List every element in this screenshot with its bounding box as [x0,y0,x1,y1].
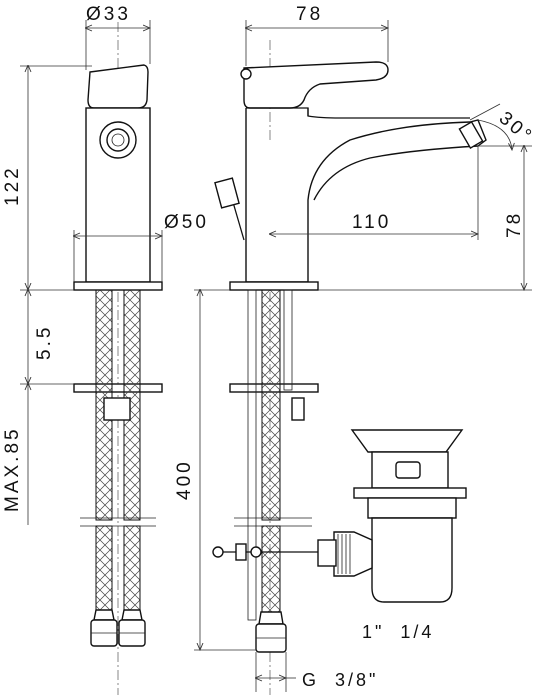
front-lever-pivot [240,68,252,80]
waste-boss-knurl [337,534,351,574]
label-total-height: 122 [2,165,23,206]
label-hose-length: 400 [174,459,195,500]
waste-slot [395,461,421,479]
waste-assembly [317,429,467,603]
dimension-labels: Ø33 78 122 30° 78 Ø50 110 5.5 MAX.85 400… [2,4,536,690]
side-knob-inner [106,128,130,152]
front-nut [291,397,305,421]
front-ferrule [258,611,284,625]
waste-thread-band [367,497,457,519]
front-base-plate [229,281,319,291]
side-hose-right-lower [123,525,141,611]
front-popup-knob [214,177,240,209]
front-linkage-end [212,546,224,558]
side-deck-washer [73,383,163,393]
label-spout-height: 78 [504,211,525,238]
side-knob-core [111,133,125,147]
label-body-width: 78 [296,4,323,25]
waste-flange [350,429,464,453]
waste-tail [371,517,453,603]
dim-ext-angle [469,103,501,121]
label-flange-thickness: 5.5 [34,325,55,360]
side-base-plate [73,281,163,291]
waste-side-boss [333,531,373,577]
label-base-diameter: Ø50 [164,212,209,233]
label-max-deck-thickness: MAX.85 [2,426,23,512]
front-spout-top [246,107,470,119]
front-hose-lower [261,525,281,621]
front-lever-handle [243,61,389,109]
side-ferrule-left [93,609,115,621]
front-linkage-clamp [250,546,262,558]
side-hose-left-lower [95,525,113,611]
side-lever-handle [87,64,149,109]
dimension-lines [20,20,532,692]
dim-arc-angle [477,119,512,150]
side-nut [103,397,131,421]
side-view [73,22,163,695]
label-spout-diameter: Ø33 [86,4,131,25]
label-hose-thread: G 3/8" [302,670,378,690]
side-ferrule-right [121,609,143,621]
front-stud [283,289,293,391]
front-hose [261,289,281,521]
front-aerator [458,121,484,149]
front-view [212,40,487,695]
label-waste-thread: 1" 1/4 [362,622,434,642]
label-aerator-angle: 30° [495,108,536,148]
front-linkage-clip [235,543,247,561]
front-popup-shank [247,289,257,621]
label-spout-reach: 110 [352,212,391,233]
waste-locknut [353,487,467,499]
front-body-spout [245,108,487,283]
waste-boss-nut [317,539,337,567]
